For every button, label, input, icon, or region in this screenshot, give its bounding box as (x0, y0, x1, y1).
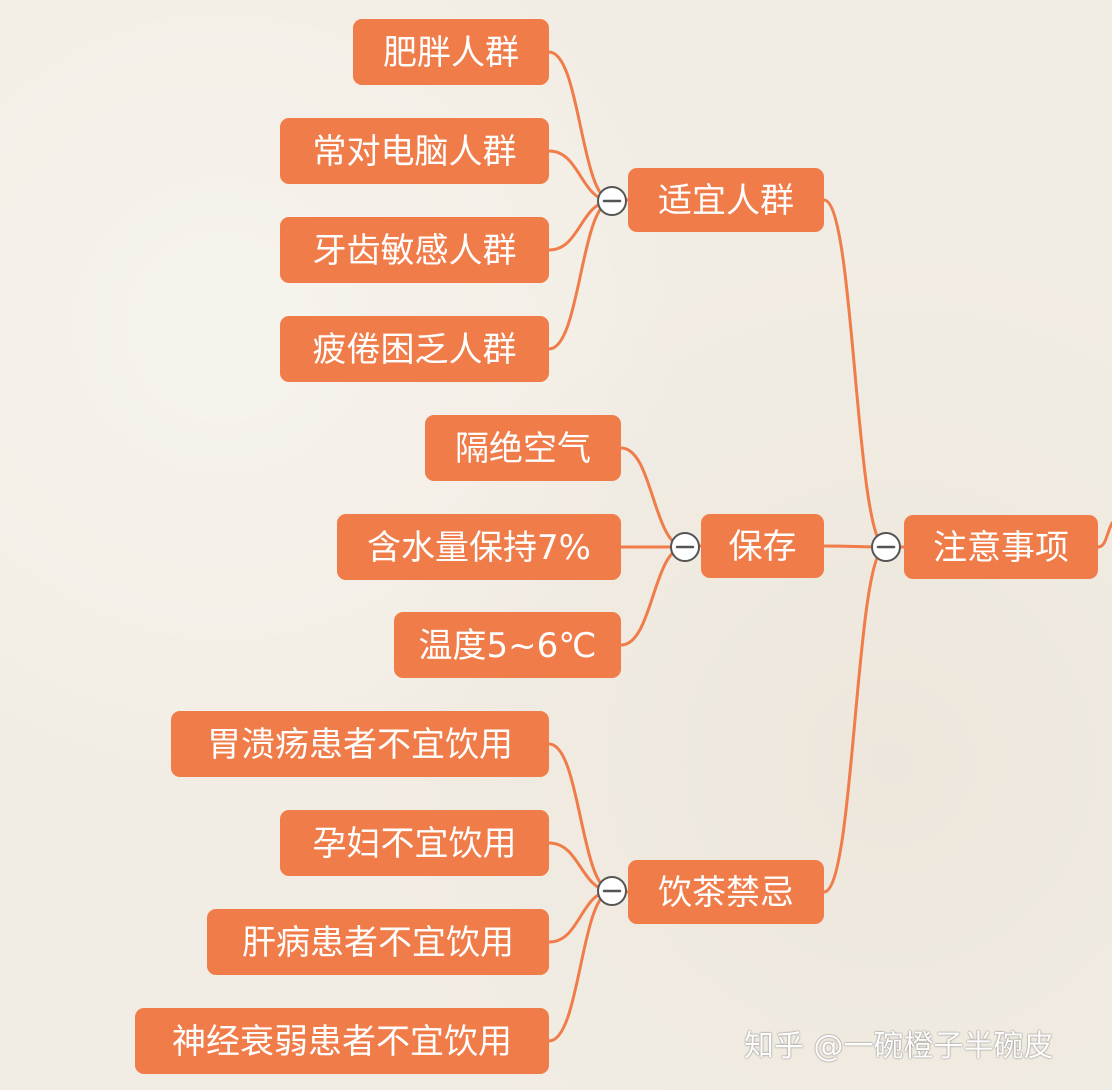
node-leaf-3-1-label: 胃溃疡患者不宜饮用 (207, 725, 513, 765)
node-leaf-3-2[interactable]: 孕妇不宜饮用 (280, 810, 549, 876)
watermark: 知乎 @一碗橙子半碗皮 (744, 1029, 1054, 1064)
collapse-toggle-branch-1[interactable] (597, 186, 627, 216)
toggles (597, 186, 901, 906)
node-leaf-1-2-box (280, 118, 549, 184)
node-leaf-3-3-box (207, 909, 549, 975)
node-leaf-3-1-box (171, 711, 549, 777)
node-branch-3-label: 饮茶禁忌 (658, 873, 794, 913)
node-root-box (904, 515, 1098, 579)
branch-connector-3 (822, 545, 888, 894)
node-leaf-1-1-label: 肥胖人群 (383, 33, 519, 73)
node-leaf-3-2-box (280, 810, 549, 876)
node-root-label: 注意事项 (933, 528, 1069, 568)
leaf-connector-3-4 (547, 889, 614, 1043)
branch-connector-1 (822, 198, 888, 549)
node-leaf-3-4-label: 神经衰弱患者不宜饮用 (172, 1022, 512, 1062)
node-leaf-1-3[interactable]: 牙齿敏感人群 (280, 217, 549, 283)
node-leaf-1-4[interactable]: 疲倦困乏人群 (280, 316, 549, 382)
node-branch-3[interactable]: 饮茶禁忌 (628, 860, 824, 924)
node-leaf-3-4-box (135, 1008, 549, 1074)
node-branch-2-label: 保存 (729, 527, 797, 567)
node-leaf-1-4-label: 疲倦困乏人群 (313, 330, 517, 370)
node-root[interactable]: 注意事项 (904, 515, 1098, 579)
node-leaf-3-3-label: 肝病患者不宜饮用 (242, 923, 514, 963)
node-leaf-2-2-box (337, 514, 621, 580)
node-leaf-1-1[interactable]: 肥胖人群 (353, 19, 549, 85)
node-branch-1-label: 适宜人群 (658, 181, 794, 221)
node-leaf-1-1-box (353, 19, 549, 85)
node-leaf-3-1[interactable]: 胃溃疡患者不宜饮用 (171, 711, 549, 777)
node-leaf-3-2-label: 孕妇不宜饮用 (313, 824, 517, 864)
node-branch-3-box (628, 860, 824, 924)
collapse-toggle-branch-3[interactable] (597, 876, 627, 906)
node-leaf-3-3[interactable]: 肝病患者不宜饮用 (207, 909, 549, 975)
collapse-toggle-root[interactable] (871, 532, 901, 562)
node-branch-1-box (628, 168, 824, 232)
node-leaf-2-3-box (394, 612, 621, 678)
root-parent-connector (1096, 521, 1112, 549)
node-leaf-1-4-box (280, 316, 549, 382)
node-leaf-1-2-label: 常对电脑人群 (313, 132, 517, 172)
node-leaf-1-3-box (280, 217, 549, 283)
node-branch-2-box (701, 514, 824, 578)
node-leaf-2-3-label: 温度5~6℃ (419, 626, 597, 666)
leaf-connector-2-3 (619, 545, 687, 647)
node-leaf-2-2[interactable]: 含水量保持7% (337, 514, 621, 580)
node-leaf-3-4[interactable]: 神经衰弱患者不宜饮用 (135, 1008, 549, 1074)
node-branch-1[interactable]: 适宜人群 (628, 168, 824, 232)
leaf-connector-2-1 (619, 446, 687, 549)
node-branch-2[interactable]: 保存 (701, 514, 824, 578)
node-leaf-2-1-box (425, 415, 621, 481)
collapse-toggle-branch-2[interactable] (670, 532, 700, 562)
node-leaf-2-2-label: 含水量保持7% (367, 528, 591, 568)
node-leaf-2-1[interactable]: 隔绝空气 (425, 415, 621, 481)
node-leaf-2-1-label: 隔绝空气 (455, 429, 591, 469)
node-leaf-2-3[interactable]: 温度5~6℃ (394, 612, 621, 678)
node-leaf-1-2[interactable]: 常对电脑人群 (280, 118, 549, 184)
node-leaf-1-3-label: 牙齿敏感人群 (313, 231, 517, 271)
